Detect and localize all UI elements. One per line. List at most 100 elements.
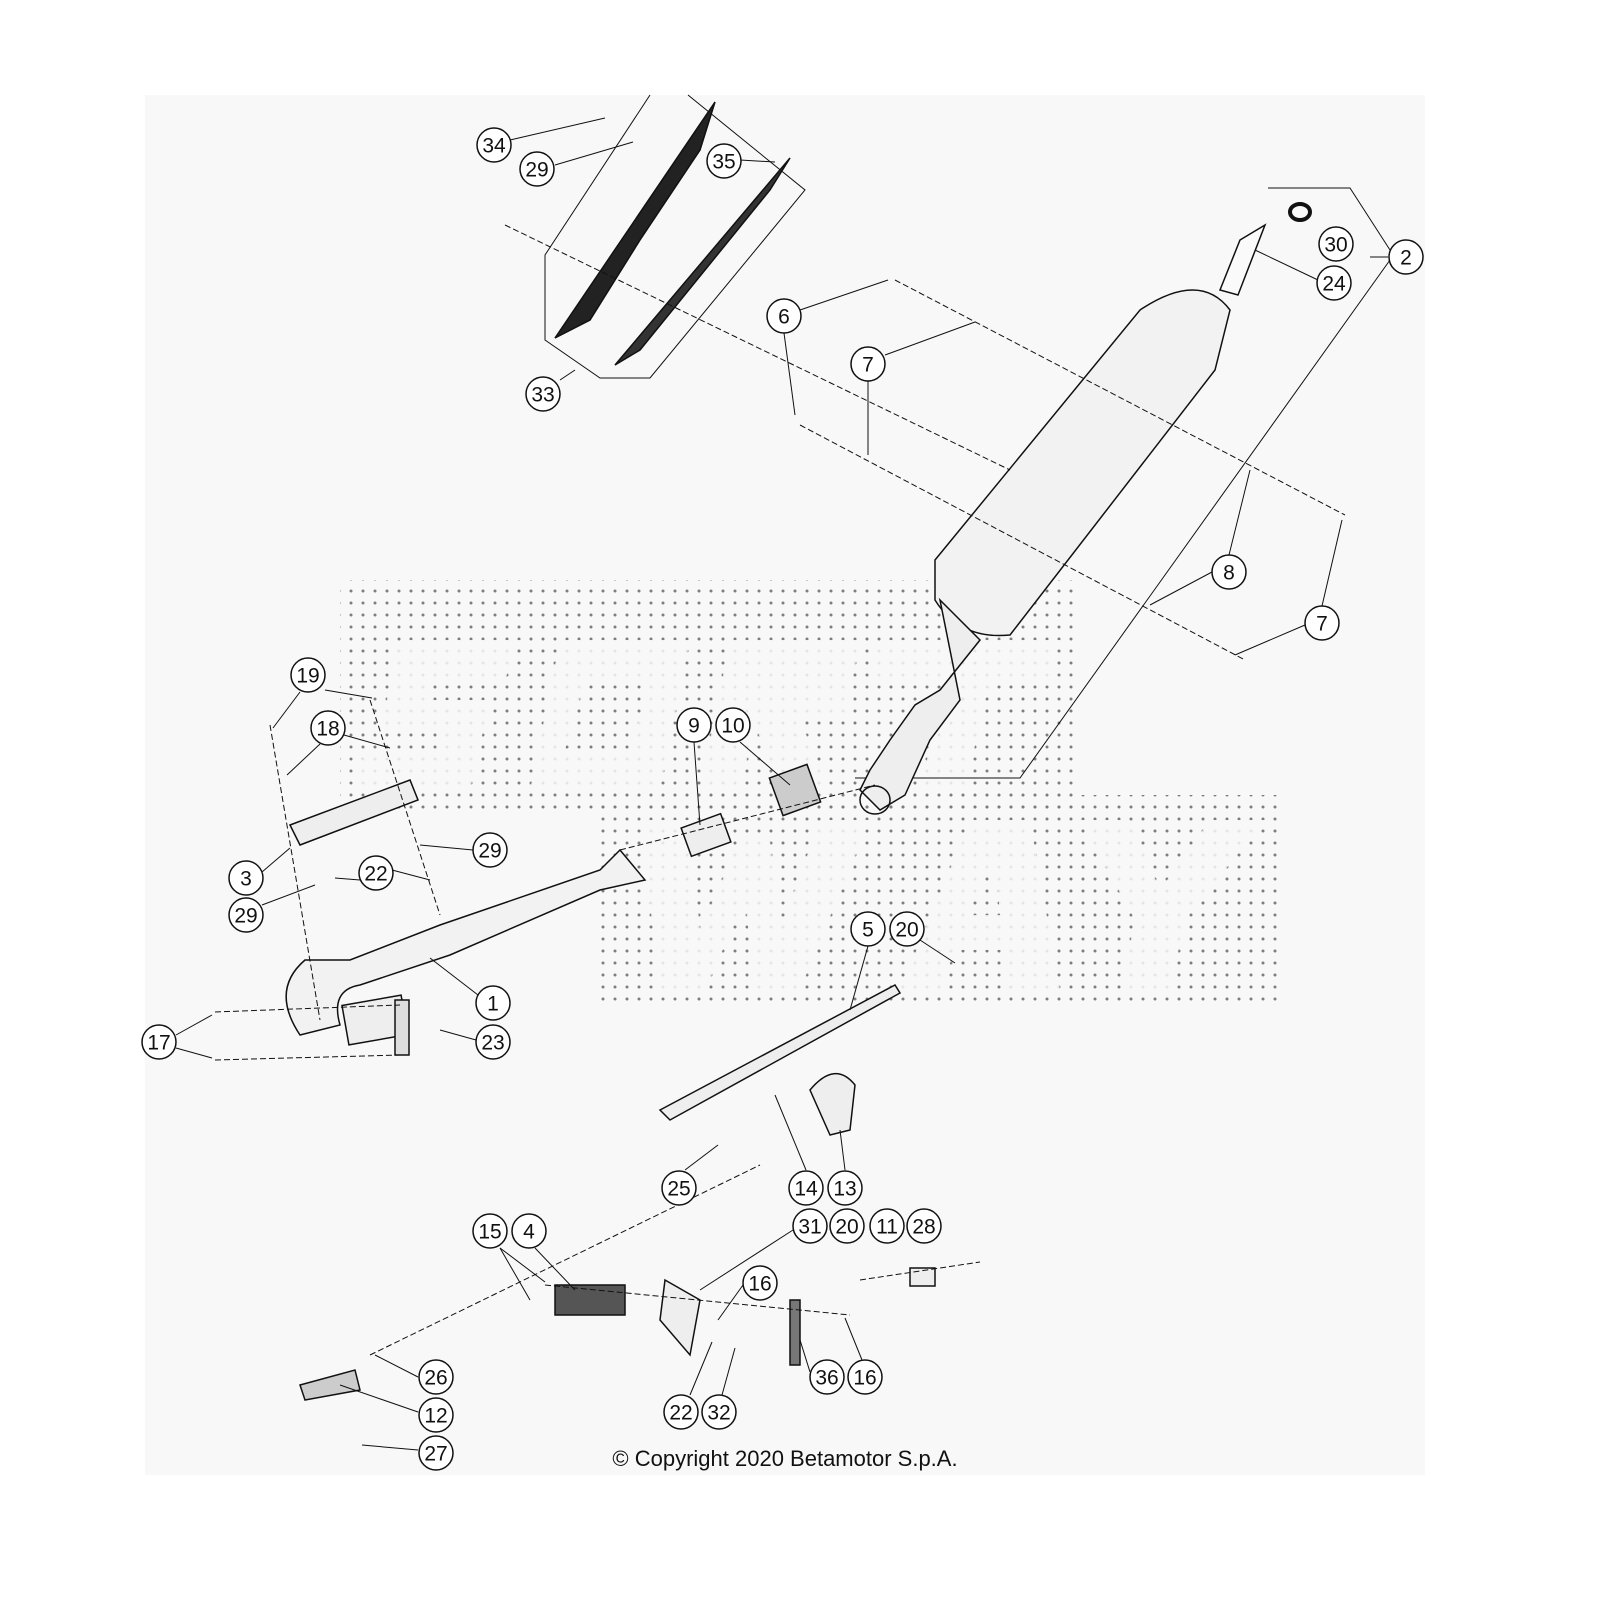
callout-circle: [472, 832, 508, 868]
callout-12: 12: [418, 1397, 454, 1433]
callout-29: 29: [472, 832, 508, 868]
callout-23: 23: [475, 1024, 511, 1060]
silencer-mid-pipe: [859, 597, 982, 811]
callout-number: 13: [833, 1178, 856, 1201]
bracket-4: [554, 1284, 626, 1316]
callout-circle: [290, 657, 326, 693]
callout-circle: [715, 707, 751, 743]
callout-circle: [519, 151, 555, 187]
callout-circle: [829, 1208, 865, 1244]
spacer-11: [909, 1267, 936, 1287]
callout-22: 22: [358, 855, 394, 891]
callout-circle: [869, 1208, 905, 1244]
callout-20: 20: [829, 1208, 865, 1244]
callout-circle: [476, 127, 512, 163]
callout-28: 28: [906, 1208, 942, 1244]
callout-circle: [1211, 554, 1247, 590]
muffler-guard-33: [554, 101, 716, 339]
callout-circle: [676, 707, 712, 743]
callout-circle: [827, 1170, 863, 1206]
callout-circle: [889, 911, 925, 947]
callout-number: 2: [1400, 247, 1412, 270]
callout-number: 30: [1324, 234, 1347, 257]
callout-31: 31: [792, 1208, 828, 1244]
callout-number: 20: [835, 1216, 858, 1239]
callout-24: 24: [1316, 265, 1352, 301]
callout-number: 33: [531, 384, 554, 407]
callout-32: 32: [701, 1394, 737, 1430]
assembly-axis-lines: [214, 224, 1346, 1356]
callout-number: 6: [778, 306, 790, 329]
callout-number: 24: [1322, 273, 1346, 296]
callout-number: 16: [853, 1367, 876, 1390]
callout-4: 4: [511, 1213, 547, 1249]
callout-30: 30: [1318, 226, 1354, 262]
callout-2: 2: [1388, 239, 1424, 275]
leader-lines: [175, 117, 1388, 1451]
callout-20: 20: [889, 911, 925, 947]
callout-number: 15: [478, 1221, 501, 1244]
callout-14: 14: [788, 1170, 824, 1206]
callout-circle: [1304, 605, 1340, 641]
callout-circle: [418, 1435, 454, 1471]
callout-circle: [1388, 239, 1424, 275]
callout-circle: [228, 897, 264, 933]
bracket-31: [659, 1278, 701, 1357]
callout-17: 17: [141, 1024, 177, 1060]
callout-number: 12: [424, 1405, 447, 1428]
callout-number: 18: [316, 718, 339, 741]
kit-outline-33: [544, 94, 806, 379]
callout-number: 36: [815, 1367, 838, 1390]
callout-number: 5: [862, 919, 874, 942]
callout-number: 22: [364, 863, 387, 886]
silencer-2: [934, 289, 1231, 637]
callout-7: 7: [1304, 605, 1340, 641]
callout-29: 29: [228, 897, 264, 933]
callout-36: 36: [809, 1359, 845, 1395]
callout-3: 3: [228, 860, 264, 896]
callout-number: 14: [794, 1178, 818, 1201]
callout-circle: [847, 1359, 883, 1395]
clamp-10: [768, 763, 822, 817]
callout-number: 7: [862, 354, 874, 377]
callout-circle: [766, 298, 802, 334]
callout-number: 4: [523, 1221, 535, 1244]
callout-circle: [809, 1359, 845, 1395]
callout-circle: [472, 1213, 508, 1249]
callout-number: 16: [748, 1273, 771, 1296]
callout-33: 33: [525, 376, 561, 412]
callout-29: 29: [519, 151, 555, 187]
callout-circle: [525, 376, 561, 412]
callout-18: 18: [310, 710, 346, 746]
callout-circle: [475, 985, 511, 1021]
callout-circle: [511, 1213, 547, 1249]
callout-number: 29: [478, 840, 501, 863]
o-ring-30: [1288, 202, 1312, 222]
callout-35: 35: [706, 143, 742, 179]
muffler-guard-35: [614, 157, 791, 366]
callout-circle: [706, 143, 742, 179]
callout-number: 17: [147, 1032, 170, 1055]
callout-number: 7: [1316, 613, 1328, 636]
spacer-36: [789, 1299, 801, 1366]
callout-number: 32: [707, 1402, 730, 1425]
callout-number: 1: [487, 993, 499, 1016]
callout-22: 22: [663, 1394, 699, 1430]
silencer-inlet: [859, 785, 891, 815]
callout-16: 16: [742, 1265, 778, 1301]
callout-circle: [310, 710, 346, 746]
callout-number: 3: [240, 868, 252, 891]
callout-circle: [850, 911, 886, 947]
callout-number: 27: [424, 1443, 447, 1466]
header-pipe-1: [285, 848, 647, 1036]
callout-number: 11: [876, 1216, 898, 1239]
support-rod-5: [658, 984, 902, 1121]
callout-circle: [1318, 226, 1354, 262]
callout-circle: [358, 855, 394, 891]
callout-6: 6: [766, 298, 802, 334]
callout-7: 7: [850, 346, 886, 382]
callout-19: 19: [290, 657, 326, 693]
callout-circle: [228, 860, 264, 896]
sleeve-9: [680, 812, 732, 858]
callout-27: 27: [418, 1435, 454, 1471]
